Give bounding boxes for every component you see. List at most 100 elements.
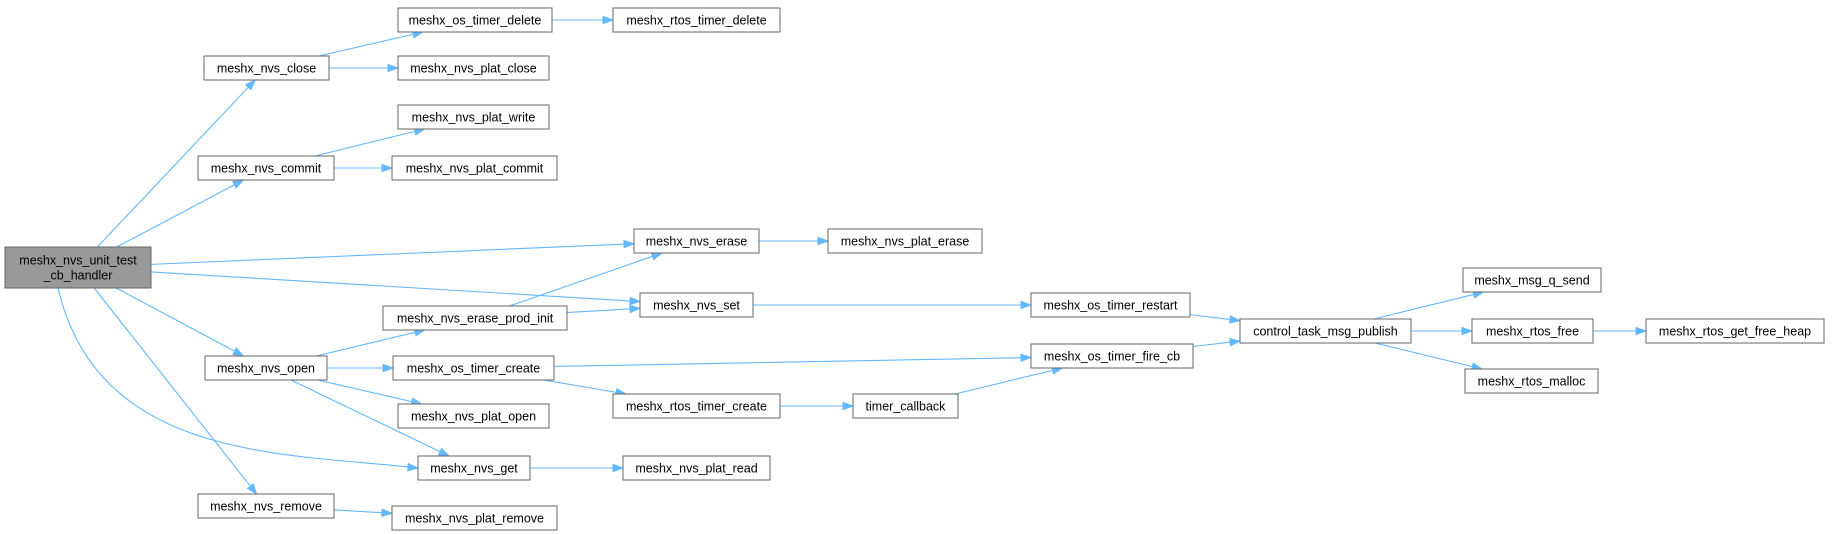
node-label: meshx_nvs_remove (210, 500, 322, 514)
arrow-head-icon (1229, 315, 1242, 324)
edge-line (1373, 293, 1475, 320)
node-os-timer-delete[interactable]: meshx_os_timer_delete (397, 7, 553, 33)
edge-line (317, 379, 413, 403)
arrow-head-icon (842, 401, 855, 411)
node-box (397, 403, 550, 429)
node-plat-remove[interactable]: meshx_nvs_plat_remove (391, 505, 558, 531)
node-box (1030, 292, 1191, 318)
node-commit[interactable]: meshx_nvs_commit (197, 155, 335, 181)
node-label: meshx_os_timer_restart (1043, 299, 1178, 313)
arrow-head-icon (629, 304, 642, 314)
edge-root-to-commit (116, 179, 245, 248)
arrow-head-icon (1635, 326, 1648, 336)
node-box (852, 393, 959, 419)
arrow-head-icon (1020, 300, 1033, 310)
node-label: meshx_os_timer_create (407, 362, 540, 376)
node-label: meshx_rtos_timer_delete (626, 14, 766, 28)
node-box (397, 7, 553, 33)
node-label: meshx_nvs_set (653, 299, 740, 313)
edge-line (57, 287, 410, 468)
arrow-head-icon (650, 252, 664, 261)
node-label: _cb_handler (43, 269, 113, 283)
edge-line (316, 331, 417, 357)
arrow-head-icon (381, 163, 394, 173)
arrow-head-icon (602, 15, 615, 25)
node-rtos-timer-delete[interactable]: meshx_rtos_timer_delete (612, 7, 781, 33)
node-label: meshx_os_timer_fire_cb (1044, 350, 1180, 364)
node-rtos-malloc[interactable]: meshx_rtos_malloc (1464, 368, 1599, 394)
node-os-timer-create[interactable]: meshx_os_timer_create (392, 355, 555, 381)
node-plat-write[interactable]: meshx_nvs_plat_write (397, 104, 550, 130)
node-box (391, 505, 558, 531)
node-nvs-erase[interactable]: meshx_nvs_erase (633, 228, 760, 254)
node-plat-close[interactable]: meshx_nvs_plat_close (397, 55, 550, 81)
node-os-timer-restart[interactable]: meshx_os_timer_restart (1030, 292, 1191, 318)
edge-line (1189, 314, 1232, 321)
edge-line (1192, 341, 1232, 348)
arrow-head-icon (387, 63, 400, 73)
arrow-head-icon (612, 463, 625, 473)
node-get-free-heap[interactable]: meshx_rtos_get_free_heap (1645, 318, 1825, 344)
edge-line (96, 86, 250, 248)
edge-ctrl_publish-to-rtos_free (1411, 326, 1474, 336)
node-ctrl-publish[interactable]: control_task_msg_publish (1239, 318, 1412, 344)
edge-remove-to-plat_remove (333, 508, 394, 517)
edge-os_timer_create-to-os_timer_fire_cb (553, 353, 1033, 368)
node-open[interactable]: meshx_nvs_open (204, 355, 328, 381)
node-close[interactable]: meshx_nvs_close (203, 55, 330, 81)
edge-line (509, 255, 654, 307)
edge-line (116, 287, 236, 353)
edges-layer (57, 15, 1648, 517)
arrow-head-icon (244, 78, 257, 91)
node-label: meshx_nvs_plat_erase (841, 235, 970, 249)
node-box (1464, 368, 1599, 394)
node-box (397, 55, 550, 81)
edge-line (566, 308, 632, 314)
node-nvs-set[interactable]: meshx_nvs_set (639, 292, 754, 318)
edge-line (150, 243, 626, 265)
node-rtos-timer-create[interactable]: meshx_rtos_timer_create (612, 393, 781, 419)
node-timer-callback[interactable]: timer_callback (852, 393, 959, 419)
arrow-head-icon (246, 483, 258, 496)
node-label: meshx_rtos_malloc (1478, 375, 1586, 389)
edge-rtos_free-to-get_free_heap (1593, 326, 1648, 336)
node-plat-open[interactable]: meshx_nvs_plat_open (397, 403, 550, 429)
edge-line (314, 130, 417, 157)
edge-timer_callback-to-os_timer_fire_cb (954, 366, 1064, 395)
node-label: meshx_nvs_plat_commit (406, 162, 544, 176)
node-nvs-get[interactable]: meshx_nvs_get (417, 455, 531, 481)
edge-root-to-close (96, 78, 257, 248)
node-box (633, 228, 760, 254)
node-plat-read[interactable]: meshx_nvs_plat_read (622, 455, 771, 481)
edge-os_timer_delete-to-rtos_timer_delete (552, 15, 615, 25)
node-box (203, 55, 330, 81)
edge-line (290, 379, 442, 453)
node-box (197, 493, 335, 519)
node-label: meshx_nvs_plat_close (410, 62, 537, 76)
edge-line (954, 369, 1054, 395)
node-root: meshx_nvs_unit_test_cb_handler (4, 246, 152, 289)
node-os-timer-fire-cb[interactable]: meshx_os_timer_fire_cb (1030, 343, 1194, 369)
node-plat-commit[interactable]: meshx_nvs_plat_commit (391, 155, 558, 181)
node-box (382, 305, 568, 331)
edge-open-to-erase_prod_init (316, 328, 427, 357)
node-msg-q-send[interactable]: meshx_msg_q_send (1462, 267, 1602, 293)
node-erase-prod-init[interactable]: meshx_nvs_erase_prod_init (382, 305, 568, 331)
node-box (612, 7, 781, 33)
edge-ctrl_publish-to-rtos_malloc (1374, 342, 1484, 371)
edge-nvs_erase-to-plat_erase (759, 236, 830, 246)
node-rtos-free[interactable]: meshx_rtos_free (1471, 318, 1594, 344)
node-box (1645, 318, 1825, 344)
node-box (827, 228, 983, 254)
edge-os_timer_create-to-rtos_timer_create (543, 379, 628, 397)
node-remove[interactable]: meshx_nvs_remove (197, 493, 335, 519)
node-box (197, 155, 335, 181)
edge-line (333, 509, 384, 514)
arrow-head-icon (381, 508, 394, 517)
node-label: meshx_rtos_timer_create (626, 400, 767, 414)
node-plat-erase[interactable]: meshx_nvs_plat_erase (827, 228, 983, 254)
node-box (612, 393, 781, 419)
edge-os_timer_fire_cb-to-ctrl_publish (1192, 337, 1242, 348)
node-box (4, 246, 152, 289)
edge-line (318, 33, 415, 57)
